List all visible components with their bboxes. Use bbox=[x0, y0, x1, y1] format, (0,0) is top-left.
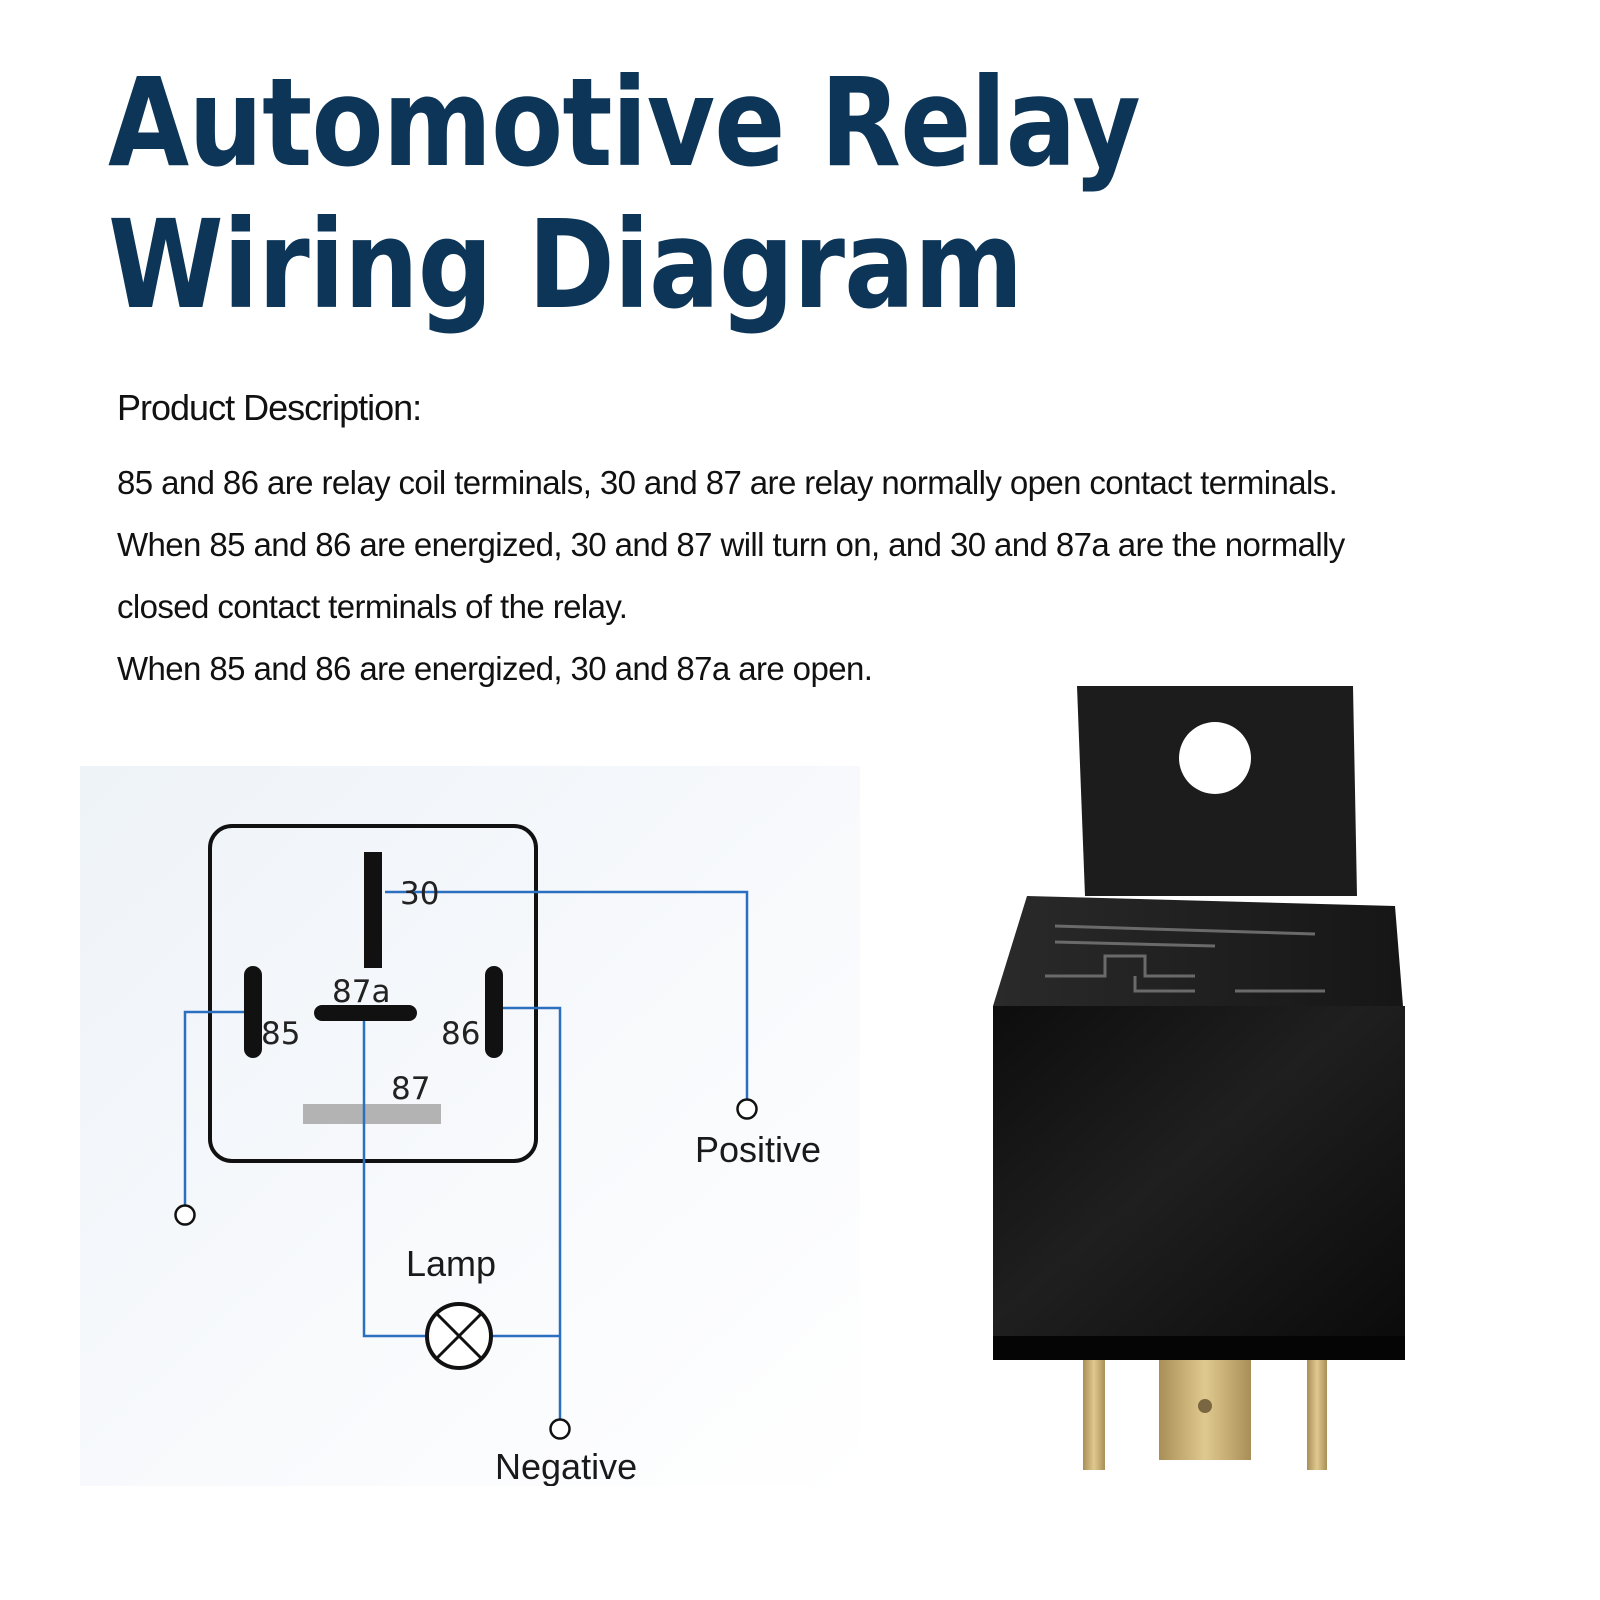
pin-hole bbox=[1198, 1399, 1212, 1413]
description-line: closed contact terminals of the relay. bbox=[117, 588, 628, 625]
relay-pin bbox=[1307, 1360, 1327, 1470]
relay-pin bbox=[1083, 1360, 1105, 1470]
wires bbox=[183, 890, 749, 1421]
title-line-1: Automotive Relay bbox=[108, 52, 1141, 194]
product-description: Product Description: 85 and 86 are relay… bbox=[117, 386, 1537, 700]
relay-top-face bbox=[993, 896, 1403, 1006]
label-positive: Positive bbox=[695, 1129, 821, 1170]
title-line-2: Wiring Diagram bbox=[108, 194, 1023, 336]
description-line: 85 and 86 are relay coil terminals, 30 a… bbox=[117, 464, 1338, 501]
coil-terminal-circle bbox=[174, 1204, 196, 1226]
label-terminal-85: 85 bbox=[261, 1016, 300, 1052]
terminal-87a-bar bbox=[314, 1005, 417, 1021]
label-terminal-87: 87 bbox=[391, 1071, 430, 1107]
label-terminal-86: 86 bbox=[441, 1016, 480, 1052]
positive-terminal-circle bbox=[736, 1098, 758, 1120]
relay-markings bbox=[1045, 924, 1325, 993]
wire-86-negative bbox=[503, 1006, 562, 1421]
wire-85 bbox=[183, 1010, 244, 1206]
diagram-background bbox=[80, 766, 860, 1486]
lamp-icon bbox=[425, 1302, 493, 1370]
wire-30-positive bbox=[385, 890, 749, 1100]
label-negative: Negative bbox=[495, 1446, 637, 1486]
wiring-diagram-svg: 30 87a 85 86 87 Positive Lamp Negative bbox=[80, 766, 860, 1486]
terminal-30-bar bbox=[364, 852, 382, 968]
relay-body bbox=[993, 1006, 1405, 1356]
relay-housing bbox=[208, 824, 538, 1163]
automotive-relay-photo-icon bbox=[993, 686, 1405, 1470]
description-line: When 85 and 86 are energized, 30 and 87a… bbox=[117, 650, 873, 687]
terminal-87-bar bbox=[303, 1104, 441, 1124]
terminal-85-bar bbox=[244, 966, 262, 1058]
relay-photo bbox=[985, 676, 1425, 1496]
label-terminal-30: 30 bbox=[400, 876, 439, 912]
mounting-hole bbox=[1179, 722, 1251, 794]
negative-terminal-circle bbox=[549, 1418, 571, 1440]
description-heading: Product Description: bbox=[117, 387, 422, 428]
terminal-86-bar bbox=[485, 966, 503, 1058]
label-terminal-87a: 87a bbox=[332, 974, 390, 1010]
relay-base bbox=[993, 1336, 1405, 1360]
description-line: When 85 and 86 are energized, 30 and 87 … bbox=[117, 526, 1345, 563]
wire-87a-lamp bbox=[362, 1021, 427, 1338]
page-title: Automotive Relay Wiring Diagram bbox=[108, 52, 1226, 336]
label-lamp: Lamp bbox=[406, 1243, 496, 1284]
wiring-diagram: 30 87a 85 86 87 Positive Lamp Negative bbox=[80, 766, 860, 1486]
